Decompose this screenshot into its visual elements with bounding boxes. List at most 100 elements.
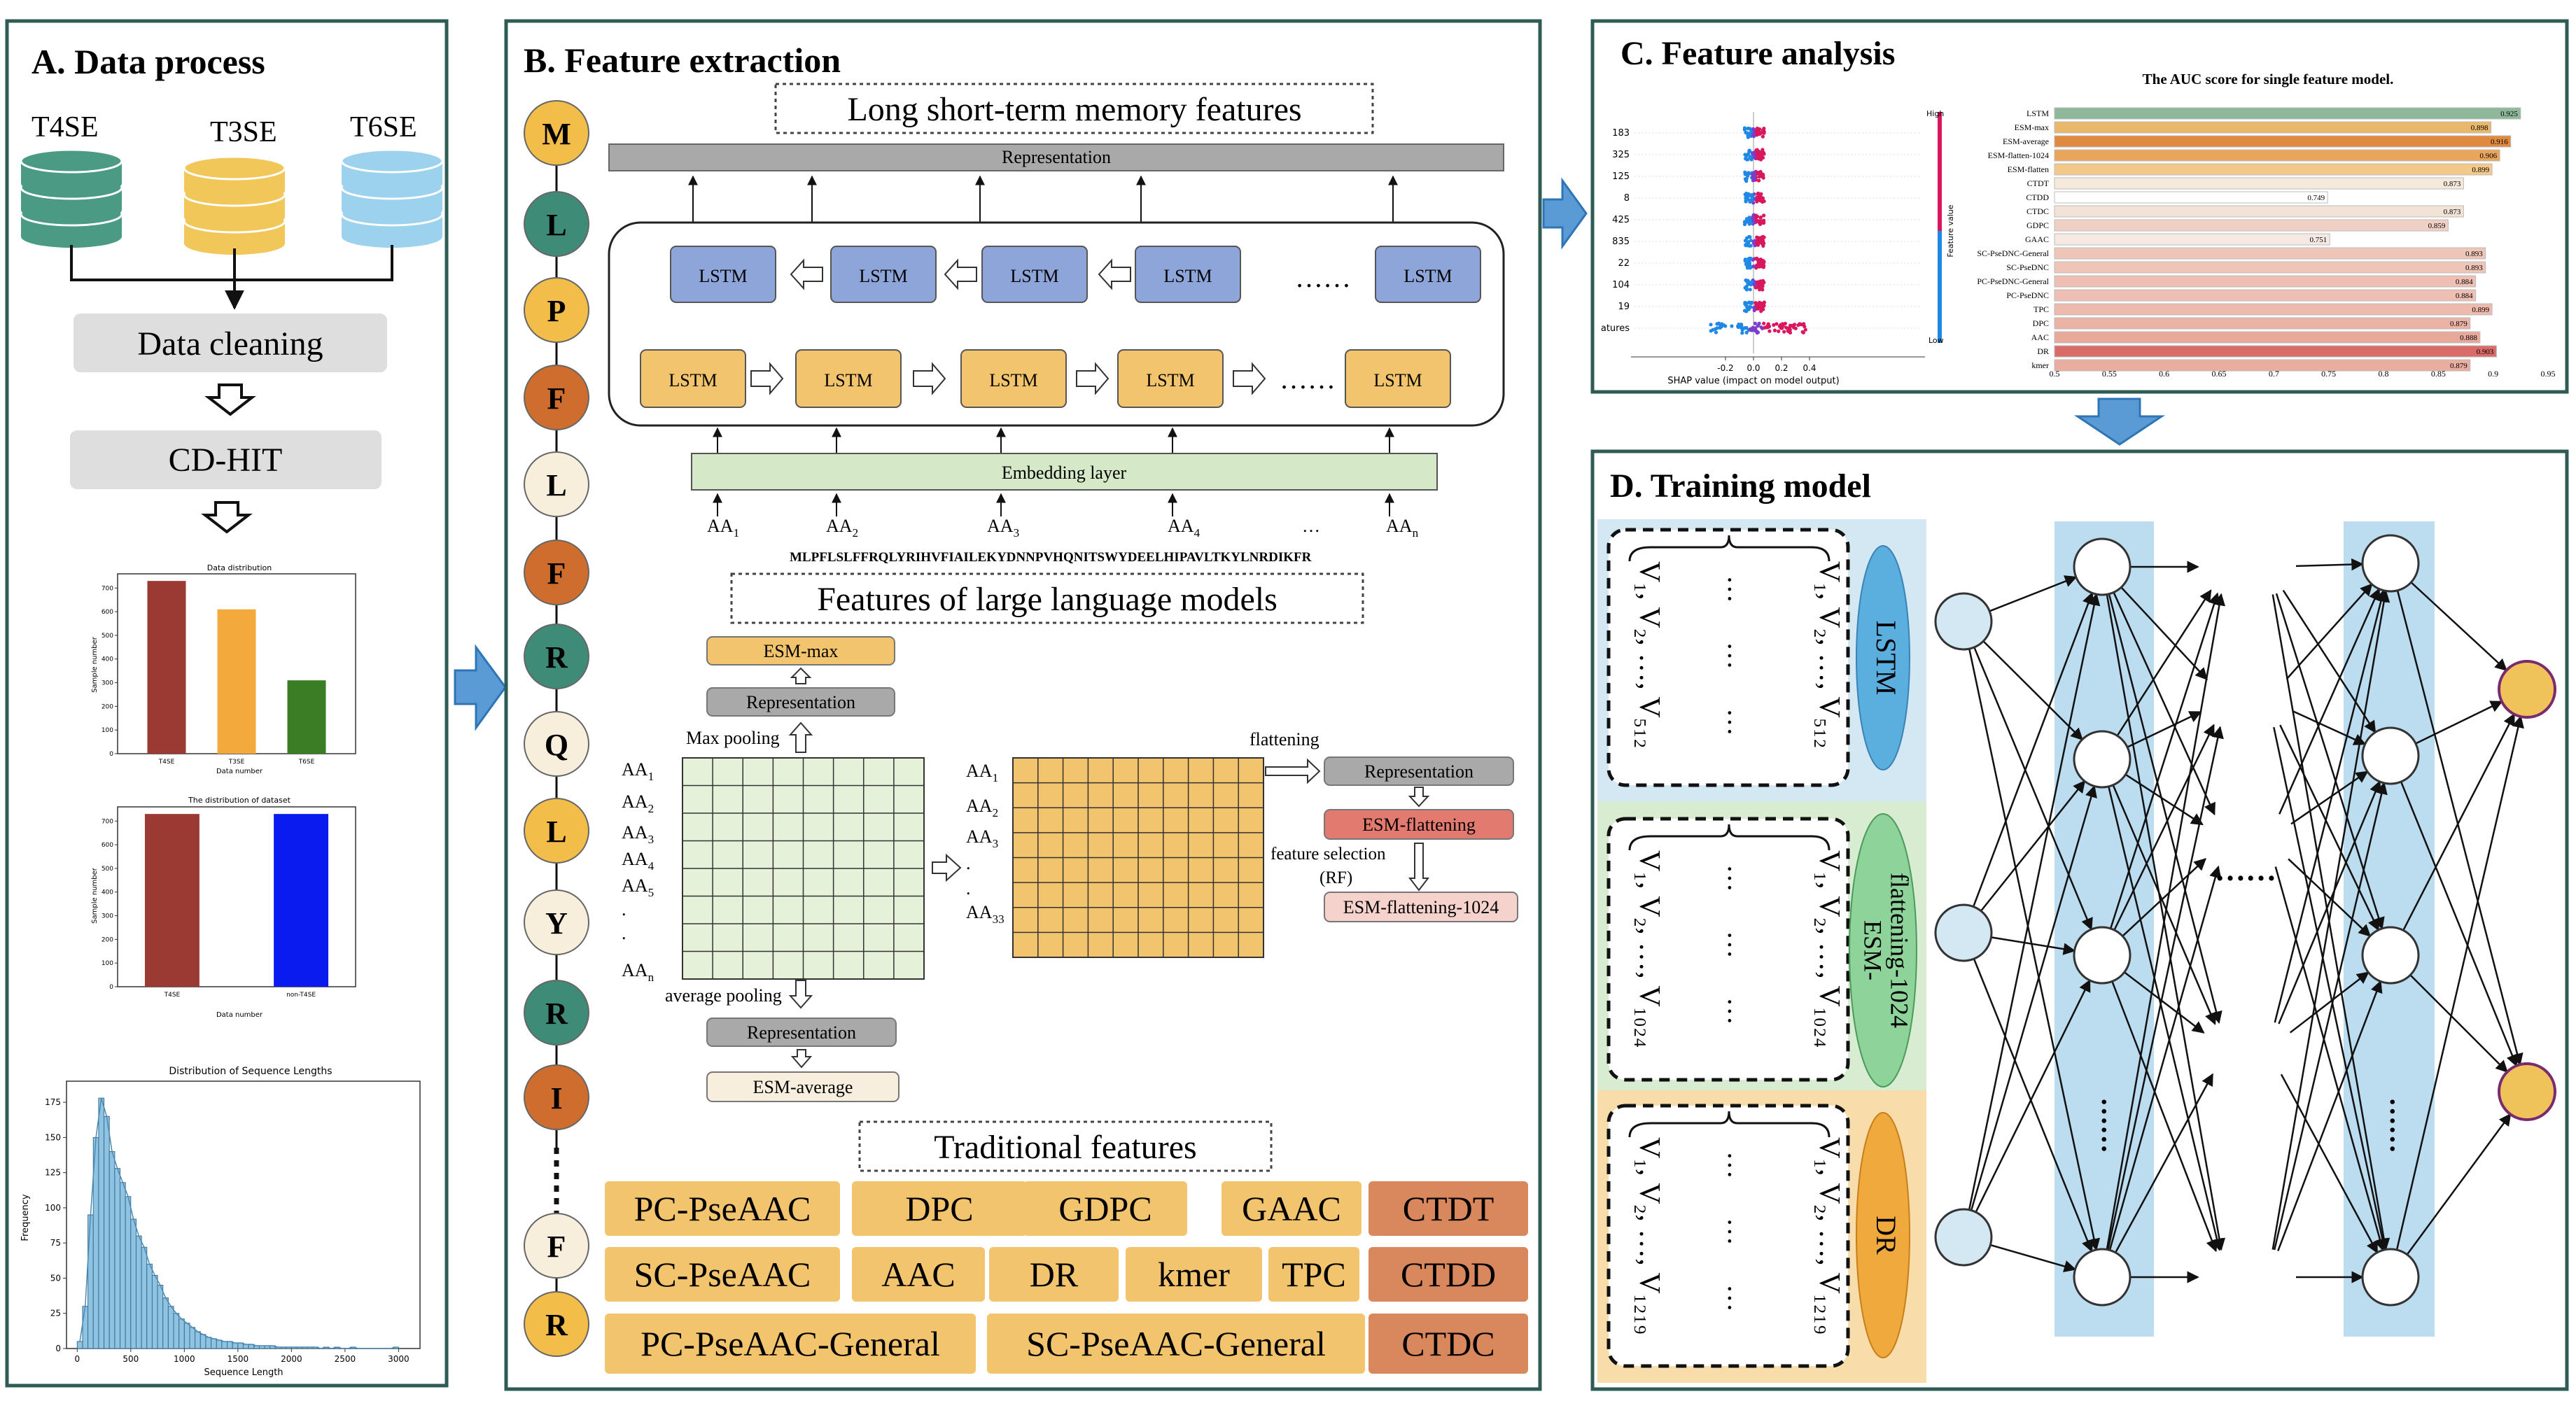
- y-tick-label: 200: [102, 936, 113, 943]
- auc-bar: [2054, 345, 2497, 358]
- traditional-feature-label: GDPC: [1058, 1189, 1152, 1228]
- auc-bar: [2054, 233, 2330, 246]
- y-tick-label: 75: [50, 1238, 61, 1248]
- auc-category: DR: [2037, 346, 2049, 356]
- row-label: AA33: [966, 902, 1004, 926]
- row-label: AA1: [966, 761, 998, 784]
- row-label-subscript: n: [648, 971, 654, 984]
- auc-category: CTDT: [2027, 178, 2050, 188]
- row-label: .: [622, 923, 626, 943]
- shap-point: [1752, 283, 1757, 287]
- database-disk: [21, 225, 122, 248]
- shap-point: [1782, 330, 1786, 334]
- x-tick-label: 3000: [388, 1354, 410, 1364]
- chart3-xlabel: Sequence Length: [204, 1367, 283, 1378]
- traditional-feature-box: [1126, 1247, 1262, 1302]
- traditional-feature-box: [605, 1181, 840, 1236]
- sequence-circle: [524, 277, 589, 343]
- sequence-letter: R: [545, 997, 568, 1031]
- auc-value: 0.873: [2444, 208, 2461, 216]
- auc-x-tick: 0.65: [2212, 369, 2227, 379]
- nn-edge: [2400, 781, 2519, 1067]
- lstm-section-header: [774, 83, 1374, 134]
- shap-point: [1751, 151, 1755, 156]
- aa-label-subscript: n: [1413, 526, 1419, 540]
- vector-ellipsis: …: [1722, 997, 1754, 1025]
- down-arrow-icon: [204, 383, 256, 416]
- flat-representation-label: Representation: [1364, 761, 1474, 782]
- auc-value: 0.906: [2479, 152, 2497, 160]
- nn-edge: [2109, 592, 2220, 929]
- shap-xlabel: SHAP value (impact on model output): [1667, 376, 1839, 386]
- output-node: [2498, 1062, 2556, 1121]
- shap-point: [1755, 263, 1759, 267]
- vector-group-box: [1606, 817, 1850, 1082]
- auc-category: PC-PseDNC-General: [1977, 276, 2049, 286]
- lstm-cell-bottom: [1345, 349, 1451, 408]
- sequence-letter: L: [546, 815, 566, 849]
- auc-value: 0.899: [2472, 306, 2489, 314]
- nn-edge: [1972, 591, 2094, 908]
- histogram-bar: [183, 1323, 190, 1349]
- auc-x-tick: 0.55: [2102, 369, 2117, 379]
- y-tick-label: 500: [102, 633, 113, 640]
- chart2-xlabel: Data number: [216, 1011, 263, 1019]
- y-tick-label: 100: [102, 727, 113, 734]
- x-tick-label: non-T4SE: [286, 992, 316, 999]
- histogram-bar: [151, 1274, 158, 1349]
- aa-label-main: …: [1302, 516, 1320, 536]
- sequence-circle: [524, 1213, 589, 1279]
- nn-edge: [2290, 770, 2369, 825]
- traditional-feature-box: [987, 1314, 1365, 1374]
- vector-column-1: V₁, V₂, …, V₅₁₂: [1633, 561, 1665, 749]
- auc-value: 0.903: [2477, 348, 2494, 356]
- traditional-feature-label: SC-PseAAC: [634, 1255, 811, 1294]
- aa-label: AA1: [707, 516, 739, 540]
- embedding-matrix-left: [682, 757, 925, 980]
- esm-ellipse-label-1: ESM-: [1859, 920, 1887, 980]
- histogram-bar: [200, 1334, 206, 1349]
- chart-data-distribution: Data distribution 0100200300400500600700…: [91, 563, 356, 775]
- histogram-bar: [221, 1341, 228, 1349]
- x-tick-label: T4SE: [164, 992, 181, 999]
- row-label-main: AA: [622, 849, 648, 869]
- sequence-circle: [524, 540, 589, 605]
- db-label-t3se: T3SE: [210, 116, 277, 148]
- shap-point: [1759, 304, 1763, 309]
- auc-category: PC-PseDNC: [2006, 290, 2049, 300]
- shap-point: [1759, 192, 1763, 196]
- lstm-cell-top: [1375, 246, 1481, 303]
- rf-label: (RF): [1320, 868, 1352, 887]
- shap-point: [1792, 325, 1796, 330]
- row-label-main: AA: [622, 960, 648, 980]
- shap-feature-label: 325: [1612, 150, 1630, 160]
- auc-category: ESM-flatten-1024: [1988, 150, 2049, 160]
- shap-point: [1777, 324, 1782, 328]
- traditional-feature-label: CTDT: [1403, 1189, 1494, 1228]
- row-label: AA1: [622, 759, 654, 783]
- nn-edge: [2273, 782, 2388, 1251]
- auc-value: 0.916: [2491, 138, 2508, 146]
- shap-point: [1749, 305, 1753, 309]
- y-tick-label: 300: [102, 680, 113, 687]
- hidden-node: [2361, 534, 2420, 593]
- nn-edge: [2115, 1073, 2213, 1253]
- nn-edge: [2295, 558, 2364, 571]
- row-label-subscript: 5: [648, 886, 654, 899]
- shap-point: [1755, 285, 1759, 289]
- row-label-subscript: 4: [648, 859, 654, 873]
- shap-point: [1762, 220, 1766, 225]
- shap-point: [1766, 323, 1770, 327]
- auc-x-tick: 0.7: [2269, 369, 2279, 379]
- database-icon: [183, 155, 286, 255]
- nn-edge: [1968, 648, 2101, 1251]
- up-arrow-icon: [790, 667, 812, 684]
- esm-flattening-label: ESM-flattening: [1362, 815, 1476, 835]
- sequence-letter: F: [547, 381, 566, 416]
